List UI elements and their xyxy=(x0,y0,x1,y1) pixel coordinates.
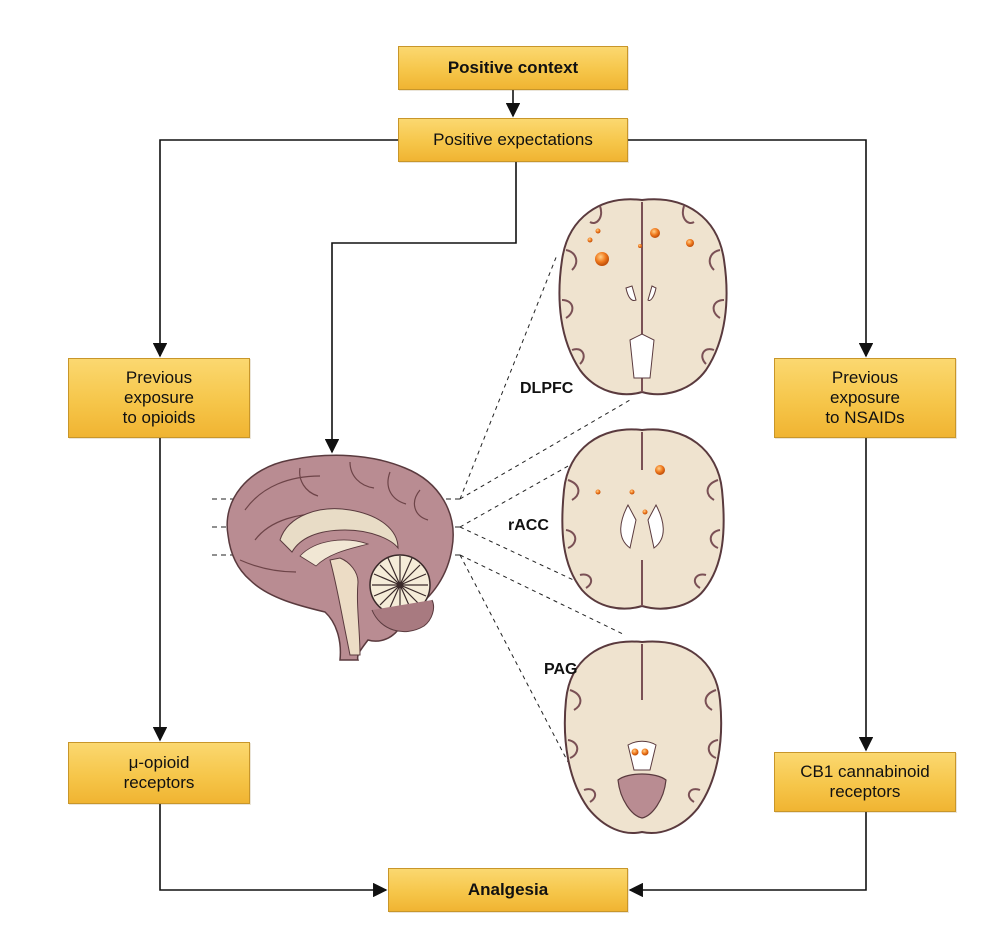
arrow-expectations-to-nsaids xyxy=(628,139,874,358)
nsaid-exposure-label: Previous exposure to NSAIDs xyxy=(825,368,905,427)
analgesia-box: Analgesia xyxy=(388,868,628,912)
region-label-pag: PAG xyxy=(544,661,578,678)
brain-slice-dlpfc xyxy=(558,198,728,396)
activation-spots-dlpfc xyxy=(587,228,694,266)
positive-expectations-box: Positive expectations xyxy=(398,118,628,162)
connectors xyxy=(152,90,874,898)
opioid-exposure-label: Previous exposure to opioids xyxy=(122,368,196,427)
mu-opioid-receptors-label: μ-opioid receptors xyxy=(123,753,195,792)
activation-spots-pag xyxy=(631,748,649,756)
brain-slice-pag xyxy=(563,640,723,834)
brain-slice-racc xyxy=(561,428,725,610)
cb1-receptors-label: CB1 cannabinoid receptors xyxy=(800,762,930,801)
region-label-dlpfc: DLPFC xyxy=(520,380,574,397)
activation-spots-racc xyxy=(595,465,665,515)
positive-expectations-label: Positive expectations xyxy=(433,130,593,149)
arrow-expectations-to-brain xyxy=(324,162,517,454)
positive-context-label: Positive context xyxy=(447,58,579,77)
cb1-receptors-box: CB1 cannabinoid receptors xyxy=(774,752,956,812)
positive-context-box: Positive context xyxy=(398,46,628,90)
analgesia-label: Analgesia xyxy=(467,880,549,899)
mu-opioid-receptors-box: μ-opioid receptors xyxy=(68,742,250,804)
arrow-cb1-to-analgesia xyxy=(628,812,867,898)
arrow-mu-to-analgesia xyxy=(159,804,388,898)
arrow-expectations-to-opioids xyxy=(152,139,400,358)
brain-sagittal-illustration xyxy=(226,454,454,661)
region-label-racc: rACC xyxy=(508,517,549,534)
nsaid-exposure-box: Previous exposure to NSAIDs xyxy=(774,358,956,438)
opioid-exposure-box: Previous exposure to opioids xyxy=(68,358,250,438)
